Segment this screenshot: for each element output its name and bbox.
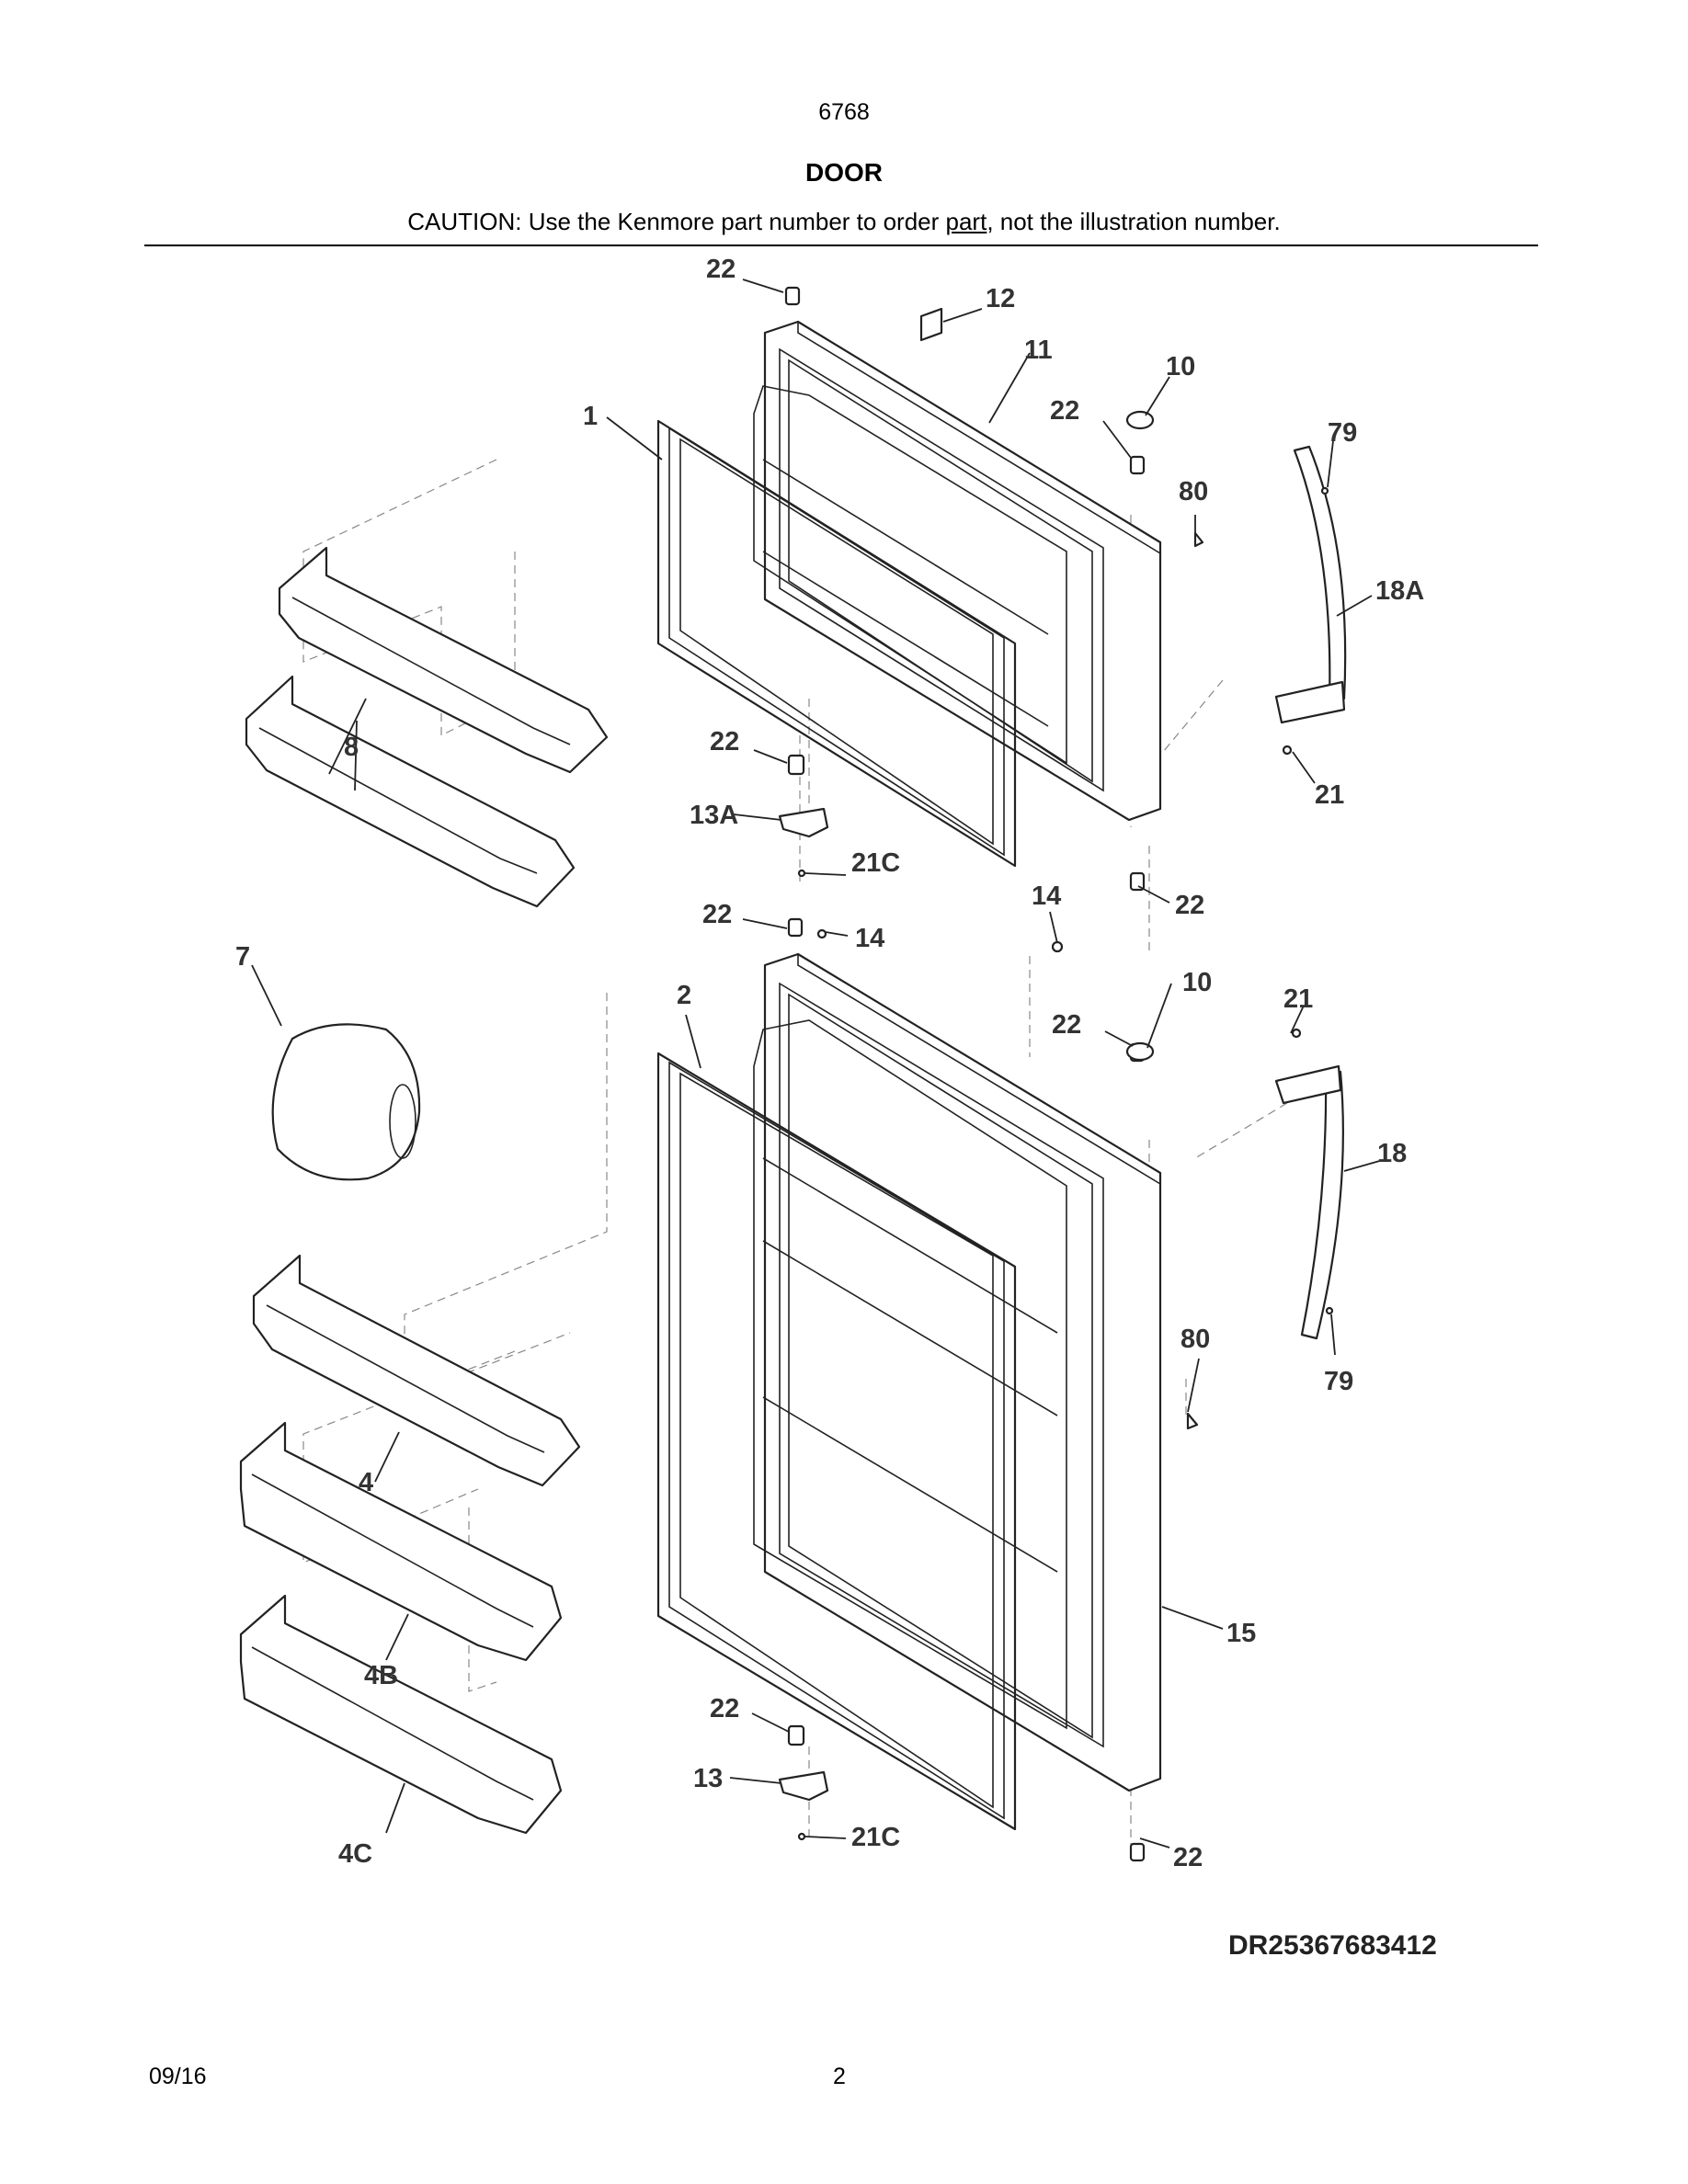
document-id: DR25367683412 xyxy=(1228,1930,1437,1961)
header-divider xyxy=(144,245,1538,246)
freezer-door-handle xyxy=(1274,445,1347,724)
leader-lines xyxy=(251,279,1384,1848)
callout-80: 80 xyxy=(1179,477,1208,506)
fresh-food-door-handle xyxy=(1274,1064,1344,1340)
caution-text-start: CAUTION: Use the Kenmore part number to … xyxy=(407,208,946,235)
callout-22: 22 xyxy=(1173,1843,1203,1872)
door-bin-4c xyxy=(239,1594,563,1835)
fresh-food-door-gasket xyxy=(656,1052,1017,1831)
callout-22: 22 xyxy=(710,1694,739,1723)
callout-13a: 13A xyxy=(690,801,738,830)
page-title: DOOR xyxy=(805,158,883,187)
callout-10: 10 xyxy=(1166,352,1195,381)
callout-10: 10 xyxy=(1182,968,1212,997)
callout-22: 22 xyxy=(1052,1010,1081,1040)
door-bin-4b xyxy=(239,1421,563,1662)
door-shelf-4 xyxy=(252,1254,581,1487)
callout-14: 14 xyxy=(1032,882,1061,911)
callout-2: 2 xyxy=(677,981,691,1010)
callout-18a: 18A xyxy=(1375,576,1424,606)
door-shelf-8-upper xyxy=(278,546,609,774)
callout-21c: 21C xyxy=(851,848,900,878)
door-shelf-8-lower xyxy=(245,675,576,908)
callout-22: 22 xyxy=(702,900,732,929)
callout-15: 15 xyxy=(1226,1619,1256,1648)
callout-8: 8 xyxy=(344,733,359,762)
callout-22: 22 xyxy=(1050,396,1079,426)
callout-22: 22 xyxy=(710,727,739,756)
page-number: 2 xyxy=(833,2064,846,2089)
callout-7: 7 xyxy=(235,942,250,972)
callout-18: 18 xyxy=(1377,1139,1407,1168)
caution-part-link: part xyxy=(945,208,987,235)
callout-1: 1 xyxy=(583,402,598,431)
fresh-food-door-outer-panel xyxy=(753,952,1162,1792)
callout-4: 4 xyxy=(359,1468,373,1497)
callout-79: 79 xyxy=(1324,1367,1353,1396)
callout-14: 14 xyxy=(855,924,884,953)
freezer-door-outer-panel xyxy=(753,320,1162,822)
callout-21: 21 xyxy=(1283,984,1313,1014)
callout-79: 79 xyxy=(1328,418,1357,448)
callout-21: 21 xyxy=(1315,780,1344,810)
revision-date: 09/16 xyxy=(149,2064,207,2089)
freezer-door-gasket xyxy=(656,419,1017,868)
caution-text-end: , not the illustration number. xyxy=(987,208,1281,235)
callout-80: 80 xyxy=(1180,1325,1210,1354)
model-number: 6768 xyxy=(818,99,870,125)
callout-4c: 4C xyxy=(338,1839,372,1869)
callout-21c: 21C xyxy=(851,1823,900,1852)
hardware-parts xyxy=(778,286,1334,1862)
callout-11: 11 xyxy=(1024,336,1053,365)
callout-labels: 22 12 11 10 22 79 80 1 18A 8 22 21 13A 2… xyxy=(235,255,1424,1872)
callout-22: 22 xyxy=(706,255,736,284)
callout-13: 13 xyxy=(693,1764,723,1793)
dairy-compartment-cover xyxy=(271,1023,421,1181)
callout-12: 12 xyxy=(986,284,1015,313)
caution-note: CAUTION: Use the Kenmore part number to … xyxy=(0,208,1688,236)
callout-22: 22 xyxy=(1175,891,1204,920)
callout-4b: 4B xyxy=(364,1661,398,1690)
